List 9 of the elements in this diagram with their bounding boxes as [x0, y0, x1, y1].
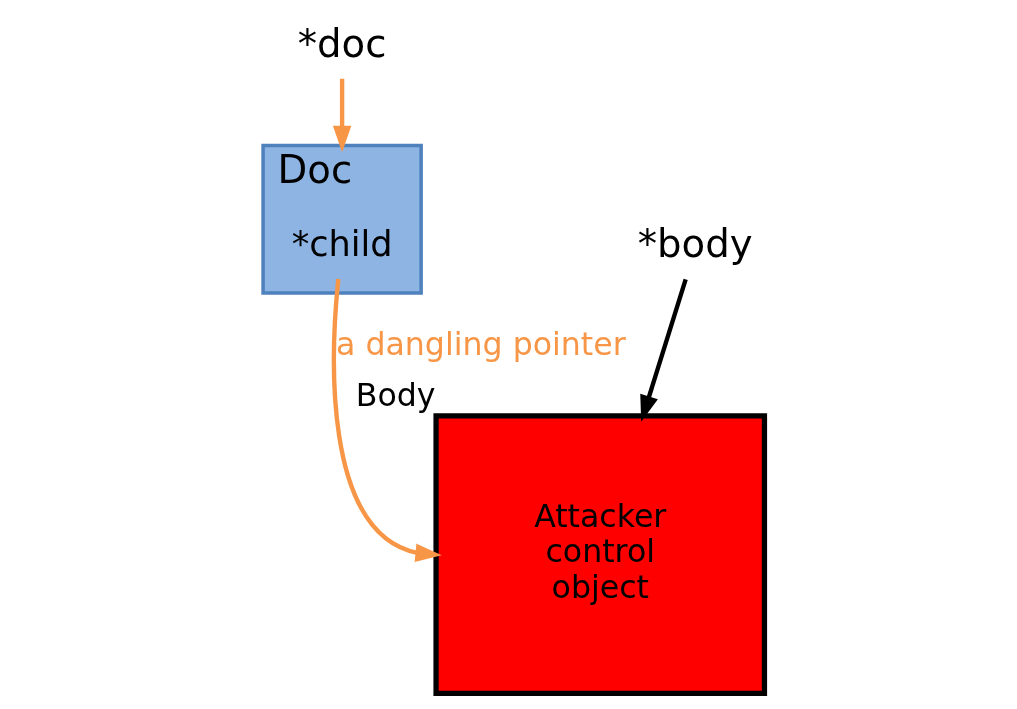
arrow	[331, 278, 442, 562]
edge-label: a dangling pointer	[335, 326, 626, 363]
node-text: *body	[637, 221, 753, 267]
arrow	[640, 278, 688, 422]
node-text: *child	[291, 223, 393, 265]
node-text: *doc	[297, 21, 387, 66]
node-box: Attacker control object	[433, 413, 768, 697]
arrow	[332, 78, 352, 153]
node-label: Body	[355, 377, 436, 414]
